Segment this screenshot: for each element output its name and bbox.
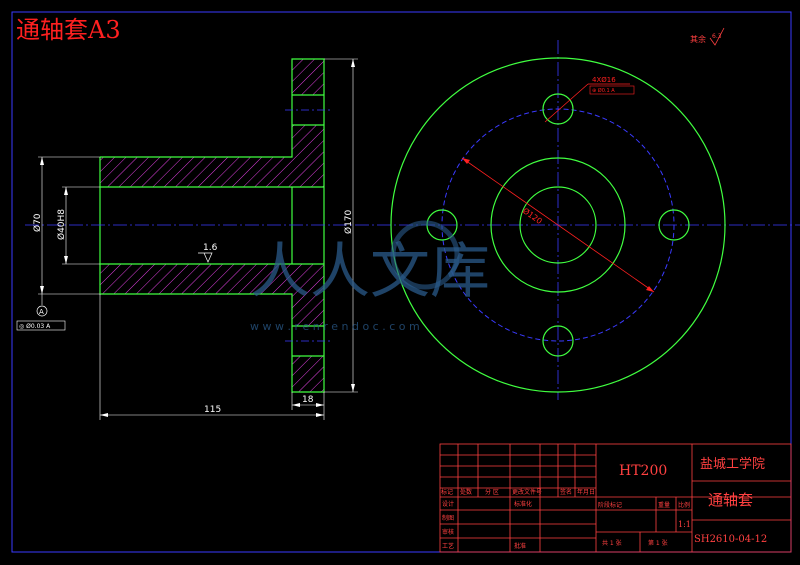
dim-left-inner: Ø40H8 — [56, 209, 67, 240]
runout-callout: ◎ Ø0.03 A — [19, 323, 51, 330]
label-standard: 标准化 — [514, 500, 532, 508]
bore-roughness: 1.6 — [203, 243, 218, 253]
sheet-total: 共 1 张 — [602, 539, 622, 547]
title-block-text: HT200 盐城工学院 通轴套 SH2610-04-12 1:1 共 1 张 第… — [441, 456, 767, 550]
dim-length: 115 — [204, 405, 221, 415]
rev-header-3: 更改文件号 — [512, 488, 542, 496]
label-process: 工艺 — [442, 542, 454, 550]
dim-right-height: Ø170 — [343, 209, 354, 234]
material: HT200 — [619, 463, 667, 479]
outer-flange-circle — [390, 57, 726, 393]
rev-header-0: 标记 — [441, 488, 453, 496]
drawing-title: 通轴套A3 — [16, 16, 121, 44]
datum-circle-icon — [36, 305, 48, 317]
roughness-value: 6.3 — [712, 33, 722, 40]
hatch-upper-sleeve — [100, 157, 292, 187]
label-design: 设计 — [442, 500, 454, 508]
rev-header-1: 处数 — [460, 488, 472, 496]
stage-header-1: 重量 — [658, 501, 670, 509]
label-approve: 批准 — [514, 542, 526, 550]
bolt-hole-bottom — [542, 325, 574, 357]
hatch-flange-top — [292, 59, 324, 95]
rev-header-5: 年月日 — [577, 488, 595, 496]
stage-header-0: 阶段标记 — [598, 501, 622, 509]
label-draft: 制图 — [442, 514, 454, 522]
front-view: Ø120 4XØ16 ⊕ Ø0.1 A — [390, 40, 726, 400]
hole-tolerance: ⊕ Ø0.1 A — [592, 87, 615, 94]
runout-frame — [16, 320, 66, 331]
hub-circle — [490, 157, 626, 293]
part-name: 通轴套 — [708, 491, 753, 509]
watermark-url: w w w . r e n r e n d o c . c o m — [250, 320, 420, 333]
scale: 1:1 — [678, 520, 691, 529]
stage-header-2: 比例 — [678, 501, 690, 509]
pcd-dimension: Ø120 — [521, 205, 544, 226]
sheet-number: 第 1 张 — [648, 539, 668, 547]
dim-flange: 18 — [302, 395, 314, 405]
drawing-number: SH2610-04-12 — [694, 534, 767, 545]
watermark: 人人文库 w w w . r e n r e n d o c . c o m — [250, 220, 490, 333]
bore-circle — [519, 186, 597, 264]
roughness-check-icon — [709, 27, 725, 46]
hatch-lower-sleeve — [100, 264, 292, 294]
rev-header-2: 分 区 — [485, 488, 499, 496]
hatch-flange-upper — [292, 125, 324, 187]
sheet-border — [11, 11, 792, 553]
roughness-note: 其余 — [690, 34, 706, 44]
hatch-flange-lower — [292, 264, 324, 326]
hatch-flange-bottom — [292, 356, 324, 392]
datum-label: A — [39, 308, 44, 316]
dim-left-outer: Ø70 — [32, 213, 43, 232]
rev-header-4: 签名 — [560, 488, 572, 496]
watermark-brand: 人人文库 — [250, 237, 490, 307]
label-review: 审核 — [442, 528, 454, 536]
title-block — [439, 443, 792, 553]
bolt-hole-right — [658, 209, 690, 241]
bolt-hole-top — [542, 93, 574, 125]
hole-callout: 4XØ16 — [592, 76, 616, 84]
roughness-icon — [198, 252, 213, 263]
school-name: 盐城工学院 — [700, 456, 765, 472]
